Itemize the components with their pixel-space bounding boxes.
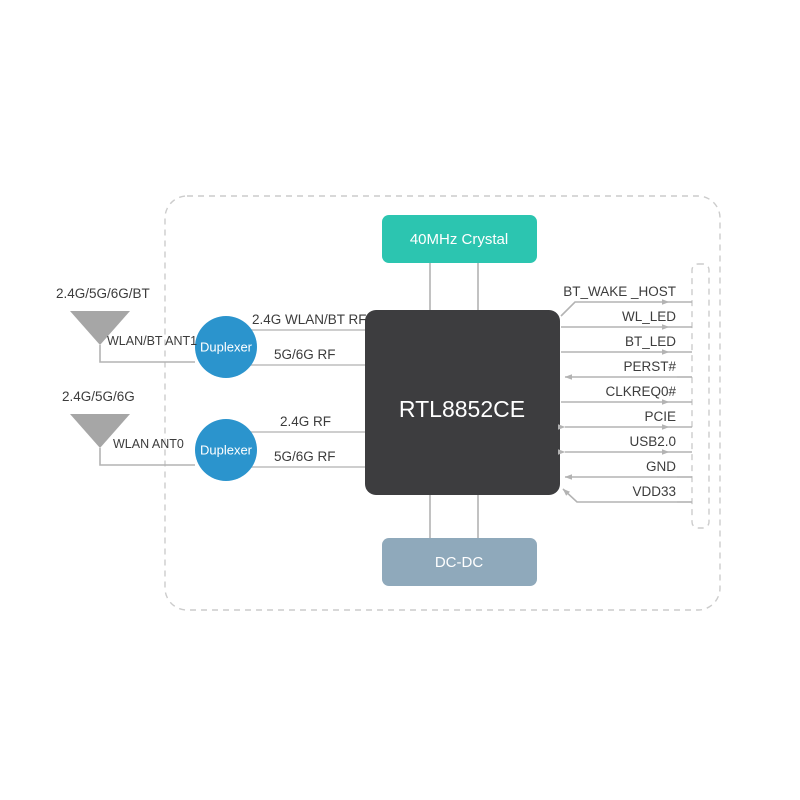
rf-label-2p4g: 2.4G RF: [280, 414, 331, 429]
dcdc-block-rect: [382, 538, 537, 586]
signal-label-gnd: GND: [646, 459, 676, 474]
signal-label-pcie: PCIE: [644, 409, 676, 424]
antenna-2-triangle-icon: [70, 414, 130, 448]
signal-label-bt-led: BT_LED: [625, 334, 676, 349]
duplexer-bottom-circle: [195, 419, 257, 481]
chip-title-label: RTL8852CE: [399, 396, 525, 422]
antenna-1-port-label: WLAN/BT ANT1: [107, 334, 197, 348]
duplexer-bottom-label: Duplexer: [200, 442, 253, 457]
antenna-2-band-label: 2.4G/5G/6G: [62, 389, 135, 404]
rf-label-5g-6g-bottom: 5G/6G RF: [274, 449, 336, 464]
rf-label-2p4g-wlan-bt: 2.4G WLAN/BT RF: [252, 312, 367, 327]
chip-block-rect: [365, 310, 560, 495]
signal-label-wl-led: WL_LED: [622, 309, 676, 324]
antenna-1-feed-wire: [99, 345, 195, 363]
antenna-1-band-label: 2.4G/5G/6G/BT: [56, 286, 150, 301]
antenna-1-triangle-icon: [70, 311, 130, 345]
duplexer-top-label: Duplexer: [200, 339, 253, 354]
signal-label-bt-wake-host: BT_WAKE _HOST: [563, 284, 676, 299]
rf-label-5g-6g-top: 5G/6G RF: [274, 347, 336, 362]
signal-label-clkreq0: CLKREQ0#: [605, 384, 676, 399]
antenna-2-port-label: WLAN ANT0: [113, 437, 184, 451]
antenna-2-feed-wire: [99, 448, 195, 466]
host-connector-dashed-box: [691, 263, 710, 529]
signal-label-usb2: USB2.0: [629, 434, 676, 449]
dcdc-block-label: DC-DC: [435, 554, 483, 571]
crystal-block-label: 40MHz Crystal: [410, 231, 508, 248]
signal-label-vdd33: VDD33: [632, 484, 676, 499]
duplexer-top-circle: [195, 316, 257, 378]
signal-label-perst: PERST#: [623, 359, 676, 374]
module-boundary-dashed-box: [164, 195, 721, 611]
crystal-block-rect: [382, 215, 537, 263]
signal-wire-vdd33: [562, 488, 677, 503]
signal-wire-bt-wake-host: [560, 299, 670, 317]
